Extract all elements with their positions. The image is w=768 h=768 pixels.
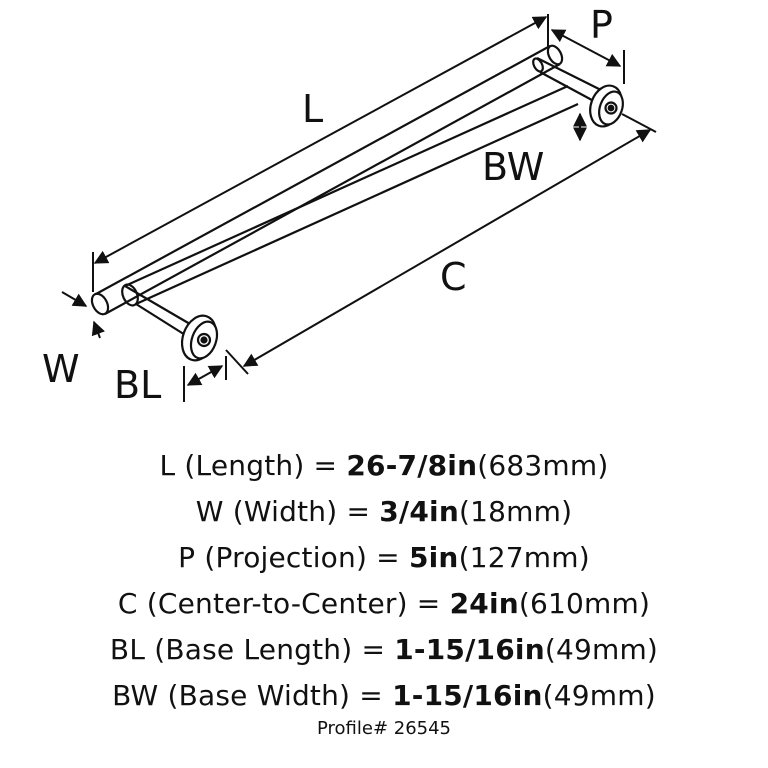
label-w: W xyxy=(42,347,80,391)
spec-name: (Width) = xyxy=(232,495,371,528)
width-dimension xyxy=(61,291,105,339)
label-bl: BL xyxy=(114,363,161,407)
spec-name: (Center-to-Center) = xyxy=(146,587,441,620)
spec-width: W (Width) = 3/4in(18mm) xyxy=(0,489,768,535)
spec-name: (Base Width) = xyxy=(167,679,383,712)
spec-code: BL xyxy=(109,633,146,666)
specifications-list: L (Length) = 26-7/8in(683mm) W (Width) =… xyxy=(0,443,768,719)
projection-dimension xyxy=(547,22,625,84)
spec-length: L (Length) = 26-7/8in(683mm) xyxy=(0,443,768,489)
spec-imperial: 26-7/8in xyxy=(346,449,478,482)
label-bw: BW xyxy=(482,145,544,189)
front-bar xyxy=(121,84,579,307)
spec-center-to-center: C (Center-to-Center) = 24in(610mm) xyxy=(0,581,768,627)
spec-metric: (18mm) xyxy=(458,495,573,528)
spec-imperial: 24in xyxy=(449,587,519,620)
spec-metric: (49mm) xyxy=(544,633,659,666)
spec-base-width: BW (Base Width) = 1-15/16in(49mm) xyxy=(0,673,768,719)
label-c: C xyxy=(440,255,467,299)
spec-metric: (127mm) xyxy=(458,541,590,574)
spec-name: (Base Length) = xyxy=(154,633,386,666)
spec-imperial: 1-15/16in xyxy=(392,679,543,712)
spec-code: L xyxy=(159,449,176,482)
label-p: P xyxy=(590,3,613,47)
left-mounting-base xyxy=(180,314,219,362)
profile-number: Profile# 26545 xyxy=(316,718,452,739)
spec-code: C xyxy=(117,587,138,620)
spec-code: W xyxy=(195,495,224,528)
spec-code: P xyxy=(178,541,196,574)
label-l: L xyxy=(302,87,323,131)
spec-code: BW xyxy=(112,679,159,712)
left-post xyxy=(124,285,191,339)
spec-metric: (683mm) xyxy=(477,449,609,482)
spec-imperial: 5in xyxy=(408,541,459,574)
length-dimension xyxy=(92,14,549,292)
spec-metric: (610mm) xyxy=(518,587,651,620)
spec-base-length: BL (Base Length) = 1-15/16in(49mm) xyxy=(0,627,768,673)
spec-name: (Length) = xyxy=(184,449,338,482)
spec-projection: P (Projection) = 5in(127mm) xyxy=(0,535,768,581)
spec-metric: (49mm) xyxy=(542,679,656,712)
spec-imperial: 1-15/16in xyxy=(394,633,545,666)
spec-imperial: 3/4in xyxy=(379,495,459,528)
center-to-center-dimension xyxy=(225,113,657,375)
spec-name: (Projection) = xyxy=(204,541,400,574)
right-mounting-base xyxy=(589,84,624,128)
towel-bar-dimension-diagram: L P BW C W BL xyxy=(42,3,657,407)
base-length-dimension xyxy=(183,356,227,402)
